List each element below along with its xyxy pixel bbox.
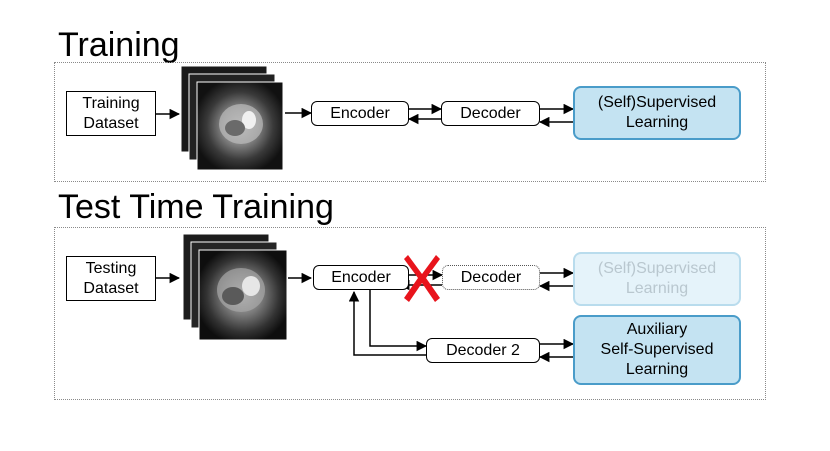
training-encoder-label: Encoder <box>330 104 390 122</box>
training-decoder-label: Decoder <box>460 104 521 122</box>
training-panel <box>54 62 766 182</box>
arrow-encoder-to-decoder2 <box>369 290 428 352</box>
test-time-training-title: Test Time Training <box>58 188 334 226</box>
mri-stack-icon <box>180 66 284 171</box>
test-encoder-label: Encoder <box>331 268 391 286</box>
training-encoder-box: Encoder <box>311 101 409 126</box>
training-decoder-box: Decoder <box>441 101 540 126</box>
test-decoder-label: Decoder <box>460 268 522 286</box>
test-time-panel <box>54 227 766 400</box>
training-title: Training <box>58 26 180 64</box>
test-decoder-box-disabled: Decoder <box>442 265 540 290</box>
training-learning-box: (Self)Supervised Learning <box>573 86 741 140</box>
test-encoder-box: Encoder <box>313 265 409 290</box>
training-dataset-label: Training Dataset <box>82 94 140 132</box>
training-learning-label: (Self)Supervised Learning <box>597 94 717 131</box>
decoder2-label: Decoder 2 <box>446 341 520 359</box>
mri-stack-icon <box>182 234 288 341</box>
arrow-decoder2-to-encoder <box>348 290 426 356</box>
test-learning-label: (Self)Supervised Learning <box>597 260 717 297</box>
testing-dataset-box: Testing Dataset <box>66 256 156 301</box>
training-dataset-box: Training Dataset <box>66 91 156 136</box>
auxiliary-learning-label: Auxiliary Self-Supervised Learning <box>600 321 714 378</box>
cross-x-icon <box>404 255 440 302</box>
decoder2-box: Decoder 2 <box>426 338 540 363</box>
testing-dataset-label: Testing Dataset <box>83 259 139 297</box>
auxiliary-learning-box: Auxiliary Self-Supervised Learning <box>573 315 741 385</box>
test-learning-box-faded: (Self)Supervised Learning <box>573 252 741 306</box>
